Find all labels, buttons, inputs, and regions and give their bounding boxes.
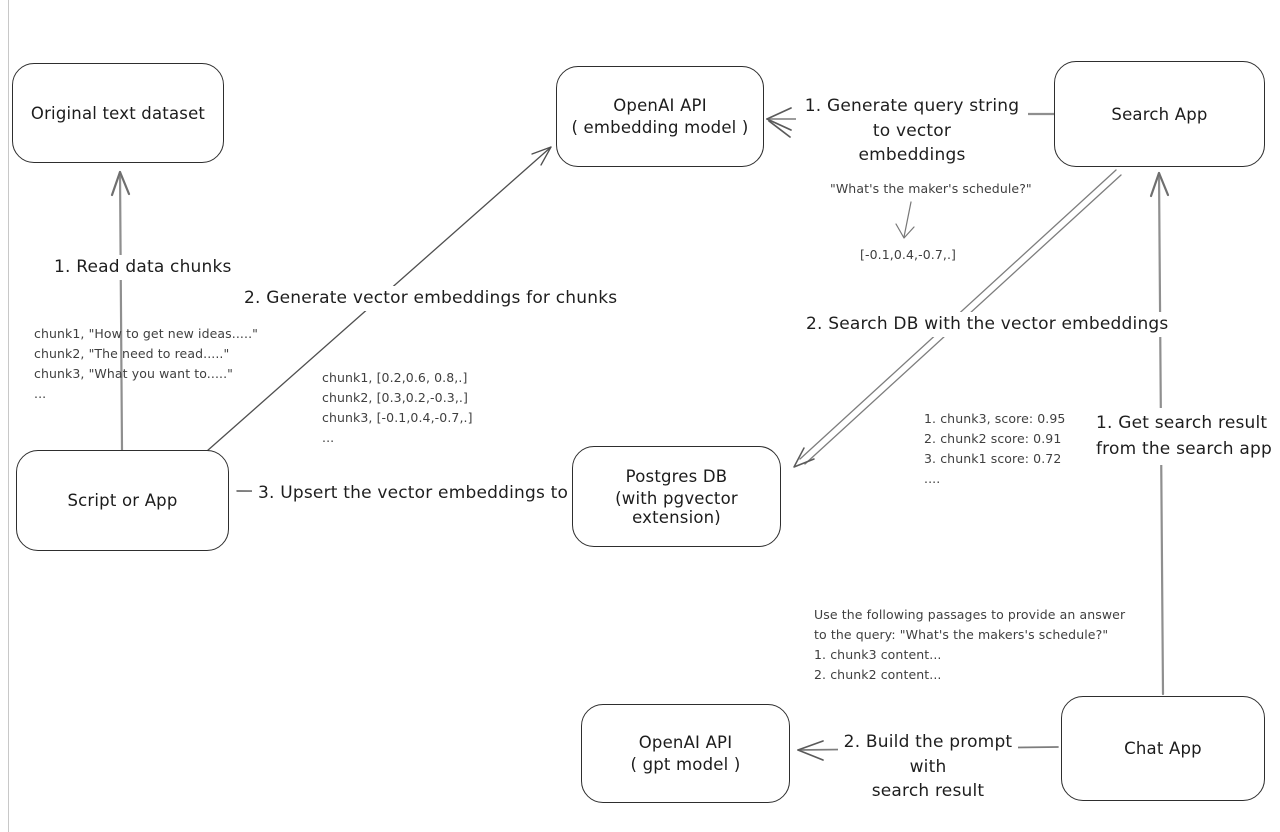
node-openai-embedding: OpenAI API ( embedding model ): [556, 66, 764, 167]
edge-label-search-db: 2. Search DB with the vector embeddings: [800, 312, 1175, 337]
node-original-text-dataset: Original text dataset: [12, 63, 224, 163]
edge-label-query-to-vector-line1: 1. Generate query string to vector: [804, 96, 1020, 141]
node-chat-app: Chat App: [1061, 696, 1265, 801]
annotation-prompt-text-line: Use the following passages to provide an…: [814, 607, 1126, 622]
edge-label-generate-embeddings: 2. Generate vector embeddings for chunks: [240, 286, 622, 311]
edge-label-read-chunks: 1. Read data chunks: [50, 255, 236, 280]
node-openai-embedding-subtitle: ( embedding model ): [571, 118, 749, 137]
node-openai-embedding-title: OpenAI API: [613, 96, 707, 115]
node-script-or-app: Script or App: [16, 450, 229, 551]
node-postgres-db-title: Postgres DB: [625, 466, 728, 486]
node-search-app: Search App: [1054, 61, 1265, 167]
edge-label-build-prompt: 2. Build the prompt with search result: [838, 730, 1018, 804]
node-openai-gpt-subtitle: ( gpt model ): [630, 755, 741, 774]
edge-label-query-to-vector-line2: embeddings: [858, 145, 966, 166]
annotation-vector-list-line: chunk2, [0.3,0.2,-0.3,.]: [322, 390, 468, 405]
node-search-app-label: Search App: [1111, 104, 1208, 124]
node-original-text-dataset-label: Original text dataset: [30, 103, 206, 123]
annotation-prompt-text-line: 2. chunk2 content...: [814, 667, 942, 682]
annotation-chunk-list-line: chunk2, "The need to read.....": [34, 346, 230, 361]
annotation-score-list-line: 1. chunk3, score: 0.95: [924, 411, 1066, 426]
node-openai-gpt: OpenAI API ( gpt model ): [581, 704, 790, 803]
edge-label-query-to-vector: 1. Generate query string to vector embed…: [796, 94, 1028, 168]
annotation-query-text: "What's the maker's schedule?": [830, 181, 1032, 196]
node-postgres-db-subtitle: (with pgvector extension): [615, 488, 738, 527]
annotation-chunk-list: chunk1, "How to get new ideas....." chun…: [34, 324, 258, 404]
annotation-score-list-line: 3. chunk1 score: 0.72: [924, 451, 1062, 466]
edge-label-get-search-result: 1. Get search result from the search app: [1092, 408, 1276, 465]
edge-label-upsert: 3. Upsert the vector embeddings to DB: [252, 481, 605, 506]
arrow-read-chunks: [110, 170, 131, 452]
edge-label-build-prompt-line2: search result: [871, 781, 985, 802]
annotation-chunk-list-line: chunk1, "How to get new ideas.....": [34, 326, 258, 341]
annotation-chunk-list-line: ...: [34, 386, 47, 401]
annotation-query-vector: [-0.1,0.4,-0.7,.]: [860, 247, 957, 262]
annotation-score-list: 1. chunk3, score: 0.95 2. chunk2 score: …: [924, 409, 1065, 489]
node-script-or-app-label: Script or App: [67, 491, 178, 510]
annotation-prompt-text-line: 1. chunk3 content...: [814, 647, 942, 662]
annotation-prompt-text: Use the following passages to provide an…: [814, 605, 1125, 685]
edge-label-get-search-result-line2: from the search app: [1096, 439, 1272, 460]
annotation-vector-list: chunk1, [0.2,0.6, 0.8,.] chunk2, [0.3,0.…: [322, 368, 473, 448]
node-openai-gpt-title: OpenAI API: [638, 733, 733, 752]
annotation-chunk-list-line: chunk3, "What you want to.....": [34, 366, 234, 381]
annotation-vector-list-line: chunk1, [0.2,0.6, 0.8,.]: [322, 370, 468, 385]
page-edge-line: [8, 0, 9, 832]
annotation-prompt-text-line: to the query: "What's the makers's sched…: [814, 627, 1109, 642]
annotation-vector-list-line: ...: [322, 430, 335, 445]
node-postgres-db: Postgres DB (with pgvector extension): [572, 446, 781, 547]
edge-label-build-prompt-line1: 2. Build the prompt with: [843, 732, 1013, 777]
annotation-score-list-line: 2. chunk2 score: 0.91: [924, 431, 1062, 446]
arrow-query-to-vector-mini: [895, 201, 915, 239]
annotation-vector-list-line: chunk3, [-0.1,0.4,-0.7,.]: [322, 410, 473, 425]
edge-label-get-search-result-line1: 1. Get search result: [1096, 413, 1268, 433]
node-chat-app-label: Chat App: [1124, 739, 1202, 758]
annotation-score-list-line: ....: [924, 471, 941, 486]
